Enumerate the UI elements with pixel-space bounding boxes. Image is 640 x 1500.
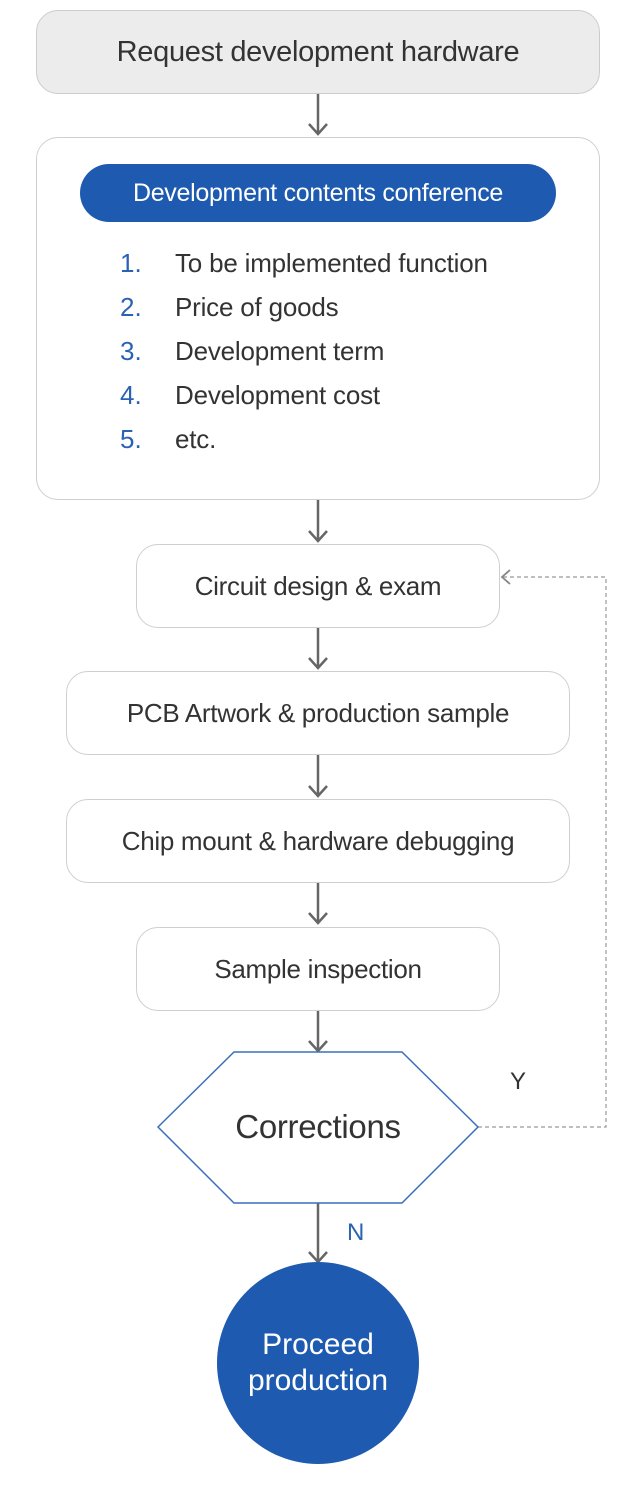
circuit-design-box: Circuit design & exam — [136, 544, 500, 628]
arrow-conference-to-circuit — [308, 500, 328, 543]
list-item: 5. etc. — [120, 424, 580, 460]
request-hardware-box: Request development hardware — [36, 10, 600, 94]
feedback-loop-yes — [478, 569, 607, 1128]
conference-title-pill: Development contents conference — [80, 164, 556, 222]
pcb-artwork-box: PCB Artwork & production sample — [66, 671, 570, 755]
list-item-text: Price of goods — [175, 292, 339, 322]
sample-inspection-label: Sample inspection — [214, 953, 422, 984]
list-item-number: 1. — [120, 248, 142, 278]
circuit-design-label: Circuit design & exam — [194, 570, 442, 601]
arrow-request-to-conference — [308, 94, 328, 136]
sample-inspection-box: Sample inspection — [136, 927, 500, 1011]
conference-item-list: 1. To be implemented function 2. Price o… — [120, 248, 580, 468]
list-item: 3. Development term — [120, 336, 580, 372]
arrow-chip-to-sample — [308, 883, 328, 925]
pcb-artwork-label: PCB Artwork & production sample — [126, 697, 510, 728]
list-item-text: etc. — [175, 424, 217, 454]
chip-mount-box: Chip mount & hardware debugging — [66, 799, 570, 883]
list-item-number: 3. — [120, 336, 142, 366]
arrow-sample-to-corrections — [308, 1011, 328, 1053]
arrow-corrections-to-proceed — [308, 1203, 328, 1264]
corrections-decision: Corrections — [200, 1100, 436, 1154]
list-item: 1. To be implemented function — [120, 248, 580, 284]
corrections-label: Corrections — [235, 1108, 401, 1145]
list-item-number: 2. — [120, 292, 142, 322]
list-item-text: Development cost — [175, 380, 380, 410]
list-item-number: 5. — [120, 424, 142, 454]
conference-title: Development contents conference — [132, 178, 504, 207]
proceed-production-line1: Proceed — [262, 1328, 374, 1361]
chip-mount-label: Chip mount & hardware debugging — [121, 825, 515, 856]
list-item-number: 4. — [120, 380, 142, 410]
list-item: 4. Development cost — [120, 380, 580, 416]
corrections-hexagon — [156, 1051, 480, 1204]
list-item-text: To be implemented function — [175, 248, 488, 278]
branch-yes-label: Y — [510, 1068, 527, 1095]
branch-no-label: N — [347, 1219, 365, 1246]
list-item: 2. Price of goods — [120, 292, 580, 328]
arrow-pcb-to-chip — [308, 755, 328, 798]
proceed-production-line2: production — [247, 1364, 389, 1397]
arrow-circuit-to-pcb — [308, 628, 328, 670]
list-item-text: Development term — [175, 336, 385, 366]
request-hardware-label: Request development hardware — [116, 35, 520, 68]
proceed-production-circle: Proceed production — [217, 1262, 419, 1464]
